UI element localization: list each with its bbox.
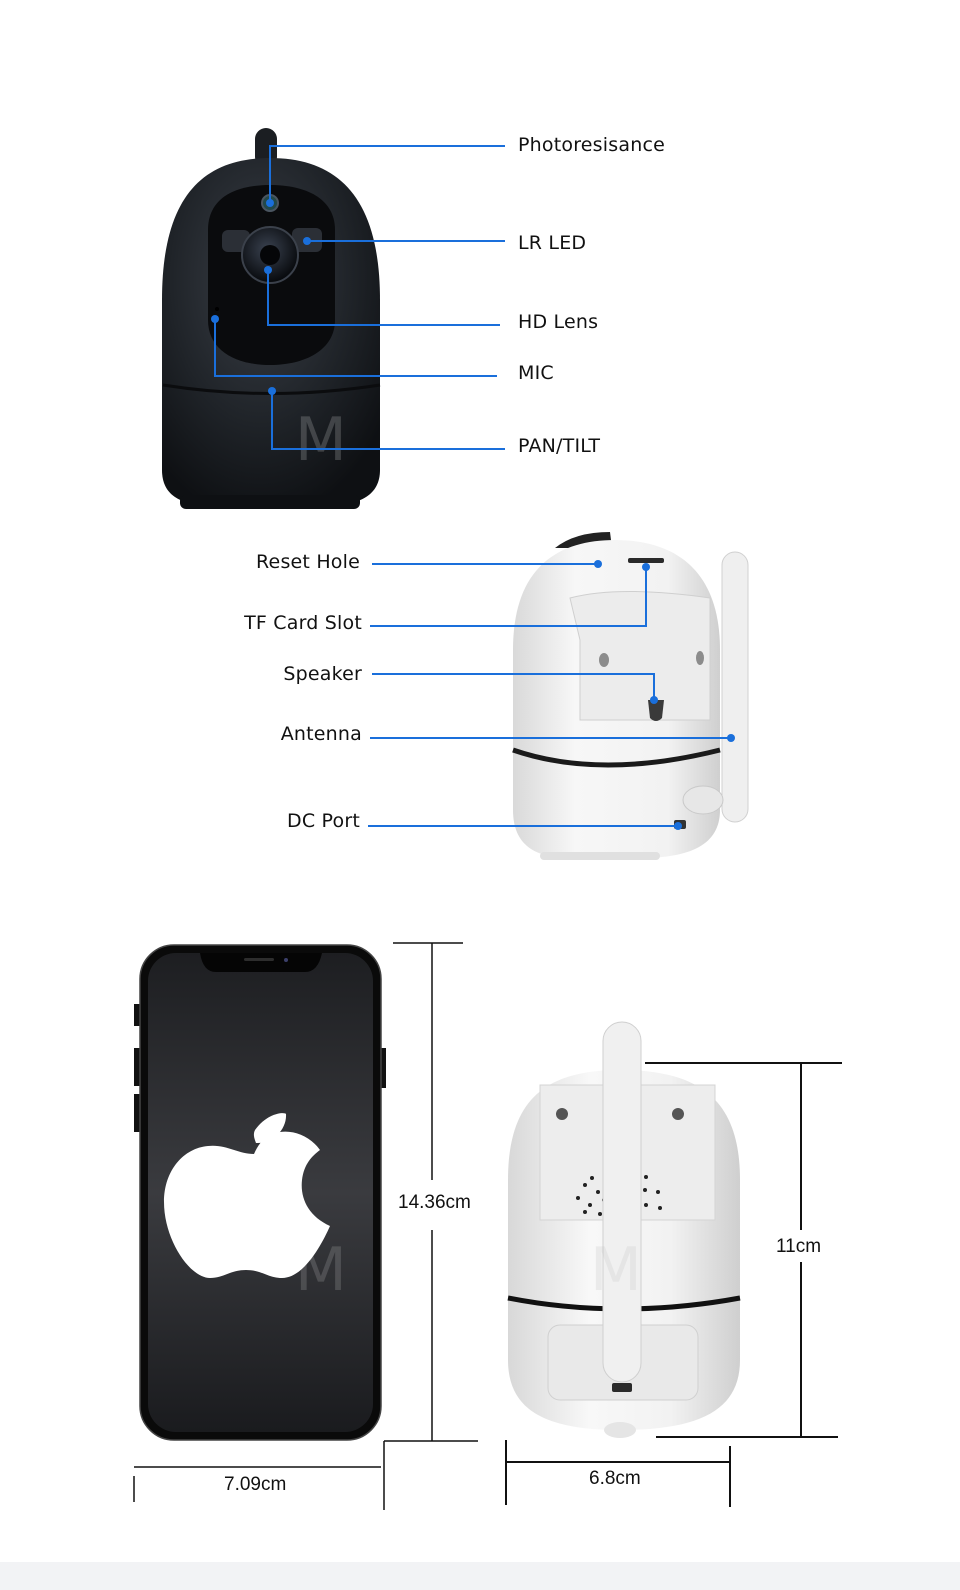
side-camera-illustration (368, 532, 749, 860)
callout-lr-led: LR LED (518, 232, 587, 254)
apple-logo-icon (164, 1113, 330, 1278)
callout-photoresistance: Photoresisance (518, 134, 665, 156)
svg-text:M: M (295, 405, 347, 475)
phone-height-label: 14.36cm (398, 1192, 471, 1213)
phone-illustration: M (134, 944, 386, 1441)
footer-strip (0, 1562, 960, 1590)
camera-back-illustration: M (507, 1021, 741, 1438)
svg-text:M: M (295, 1235, 347, 1305)
callout-hd-lens: HD Lens (518, 311, 599, 333)
phone-width-label: 7.09cm (224, 1474, 287, 1495)
callout-pan-tilt: PAN/TILT (518, 435, 601, 457)
camera-height-label: 11cm (776, 1236, 822, 1257)
callout-reset-hole: Reset Hole (256, 551, 360, 573)
svg-text:M: M (590, 1235, 642, 1305)
callout-speaker: Speaker (283, 663, 362, 685)
callout-antenna: Antenna (280, 723, 362, 745)
callout-tf-card-slot: TF Card Slot (244, 612, 362, 634)
callout-dc-port: DC Port (286, 810, 360, 832)
camera-width-label: 6.8cm (589, 1468, 641, 1489)
front-camera-illustration: M (162, 128, 505, 509)
callout-mic: MIC (518, 362, 554, 384)
